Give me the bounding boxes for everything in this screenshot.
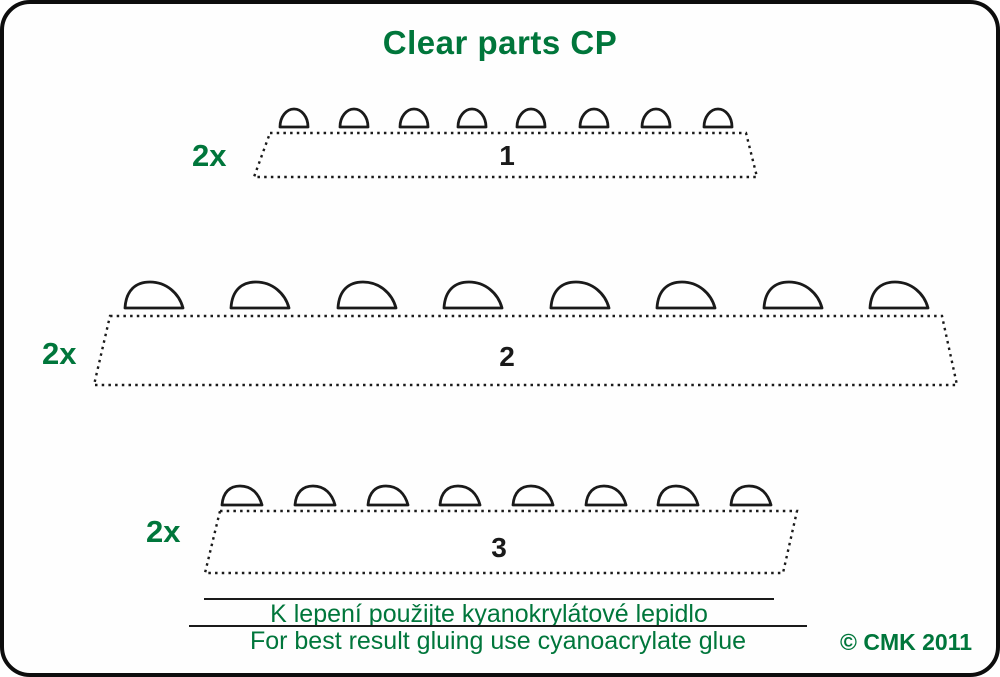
part-2-drawing: 2 xyxy=(92,280,959,387)
part-3-outline xyxy=(203,509,799,575)
dome-shape xyxy=(229,280,291,310)
dome-shape xyxy=(515,107,547,129)
dome-shape xyxy=(398,107,430,129)
quantity-label-part-1: 2x xyxy=(192,138,227,173)
divider-line xyxy=(204,598,774,600)
dome-shape xyxy=(584,484,628,507)
dome-shape xyxy=(442,280,504,310)
copyright: © CMK 2011 xyxy=(840,629,973,655)
dome-shape xyxy=(729,484,773,507)
dome-shape xyxy=(338,107,370,129)
part-number: 1 xyxy=(499,140,515,171)
part-3-drawing: 3 xyxy=(203,484,799,575)
dome-shape xyxy=(278,107,310,129)
dome-shape xyxy=(549,280,611,310)
quantity-label-part-3: 2x xyxy=(146,514,181,549)
dome-shape xyxy=(762,280,824,310)
dome-shape xyxy=(655,280,717,310)
part-2-outline xyxy=(92,314,959,387)
dome-shape xyxy=(456,107,488,129)
dome-shape xyxy=(656,484,700,507)
dome-shape xyxy=(511,484,555,507)
dome-shape xyxy=(578,107,610,129)
glue-note-czech: K lepení použijte kyanokrylátové lepidlo xyxy=(270,600,708,628)
page-title: Clear parts CP xyxy=(382,24,618,61)
part-1-drawing: 1 xyxy=(252,107,759,179)
quantity-label-part-2: 2x xyxy=(42,336,77,371)
dome-shape xyxy=(438,484,482,507)
part-2-dome-row xyxy=(123,280,930,310)
dome-shape xyxy=(220,484,264,507)
dome-shape xyxy=(868,280,930,310)
dome-shape xyxy=(123,280,185,310)
dome-shape xyxy=(336,280,398,310)
dome-shape xyxy=(293,484,337,507)
divider-line xyxy=(189,625,807,627)
dome-shape xyxy=(640,107,672,129)
part-1-outline xyxy=(252,131,759,179)
glue-note-english: For best result gluing use cyanoacrylate… xyxy=(249,627,747,655)
part-3-dome-row xyxy=(220,484,773,507)
dome-shape xyxy=(366,484,410,507)
dome-shape xyxy=(702,107,734,129)
part-number: 3 xyxy=(491,532,507,563)
part-1-dome-row xyxy=(278,107,734,129)
part-number: 2 xyxy=(499,341,515,372)
